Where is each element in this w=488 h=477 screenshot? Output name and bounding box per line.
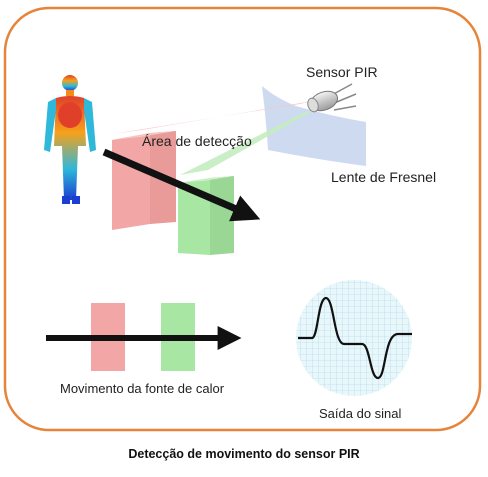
movement-label: Movimento da fonte de calor — [60, 381, 225, 396]
detection-beams — [112, 100, 318, 175]
diagram-frame — [3, 6, 482, 432]
output-label: Saída do sinal — [319, 406, 402, 421]
detection-area-label: Área de detecção — [142, 133, 252, 149]
signal-waveform — [298, 296, 412, 380]
human-thermal-figure-icon — [44, 75, 96, 204]
signal-output-scope — [296, 280, 412, 396]
pir-sensor-icon — [307, 83, 357, 113]
movement-arrow-3d — [102, 148, 261, 222]
lens-label: Lente de Fresnel — [331, 169, 437, 185]
green-detection-zone — [178, 176, 234, 255]
movement-diagram — [46, 303, 242, 371]
figure-caption: Detecção de movimento do sensor PIR — [128, 447, 360, 461]
sensor-label: Sensor PIR — [306, 64, 378, 80]
fresnel-lens-icon — [262, 86, 366, 166]
